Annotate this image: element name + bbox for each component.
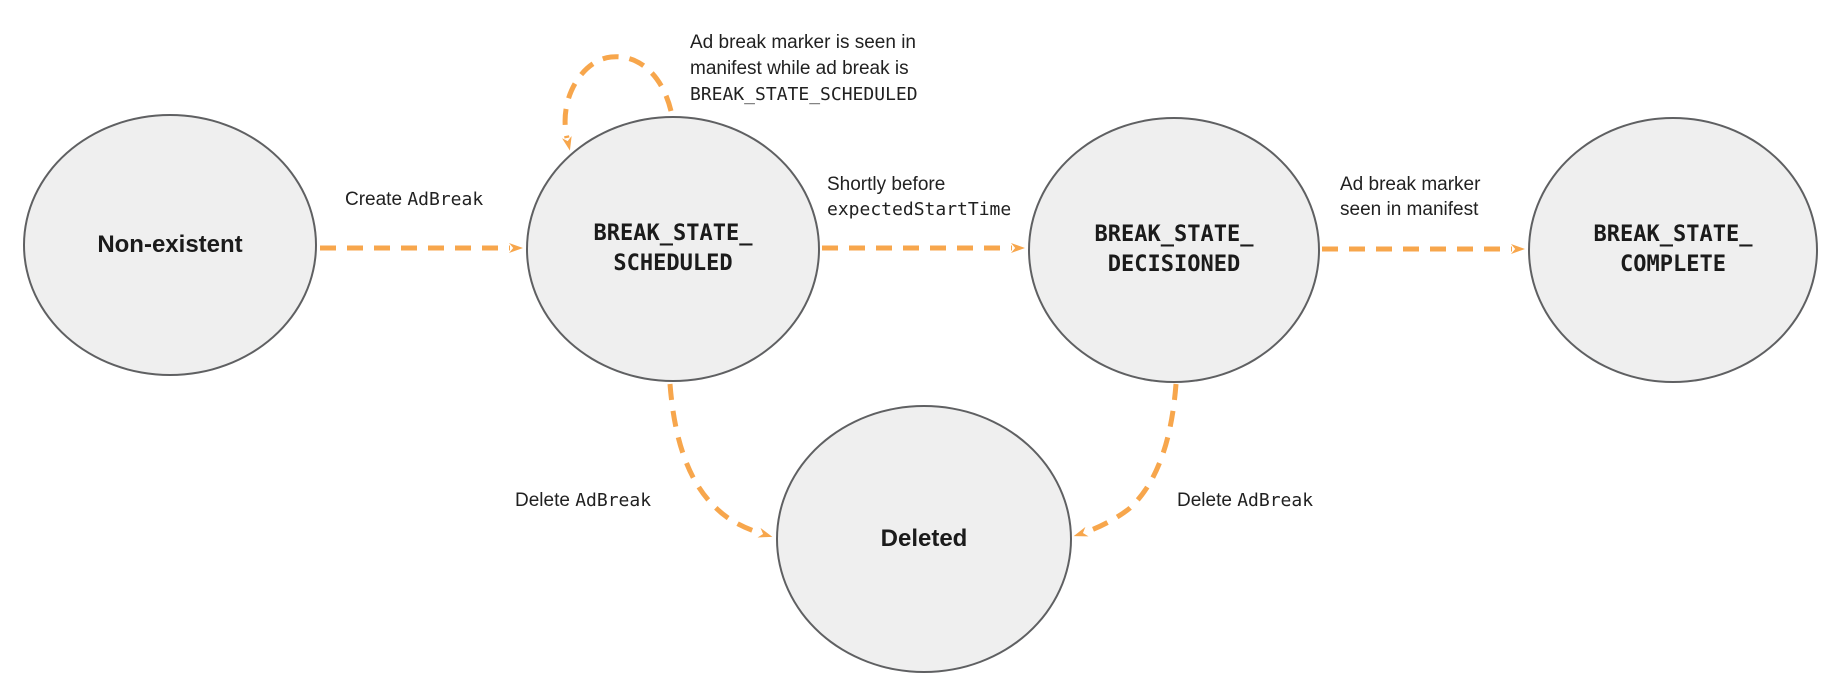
transition-label-marker-seen: Ad break marker seen in manifest (1340, 174, 1481, 220)
state-label-deleted: Deleted (880, 525, 968, 552)
state-node-break-state-complete: BREAK_STATE_ COMPLETE (1528, 117, 1818, 383)
state-label-break-state-decisioned: BREAK_STATE_ DECISIONED (1094, 222, 1254, 277)
arrow-delete-from-decisioned (1073, 383, 1179, 537)
transition-label-delete-from-scheduled: Delete AdBreak (515, 490, 652, 511)
state-label-non-existent: Non-existent (97, 231, 243, 258)
state-label-break-state-complete: BREAK_STATE_ COMPLETE (1593, 222, 1753, 277)
transition-label-shortly-before: Shortly before expectedStartTime (827, 174, 1012, 220)
state-label-break-state-scheduled: BREAK_STATE_ SCHEDULED (593, 221, 753, 276)
state-node-break-state-scheduled: BREAK_STATE_ SCHEDULED (526, 116, 820, 382)
state-node-break-state-decisioned: BREAK_STATE_ DECISIONED (1028, 117, 1320, 383)
arrow-delete-from-scheduled (667, 383, 773, 538)
state-node-deleted: Deleted (776, 405, 1072, 673)
state-node-non-existent: Non-existent (23, 114, 317, 376)
transition-label-create-adbreak: Create AdBreak (345, 189, 484, 210)
transition-label-self-loop: Ad break marker is seen in manifest whil… (690, 32, 918, 105)
transition-label-delete-from-decisioned: Delete AdBreak (1177, 490, 1314, 511)
